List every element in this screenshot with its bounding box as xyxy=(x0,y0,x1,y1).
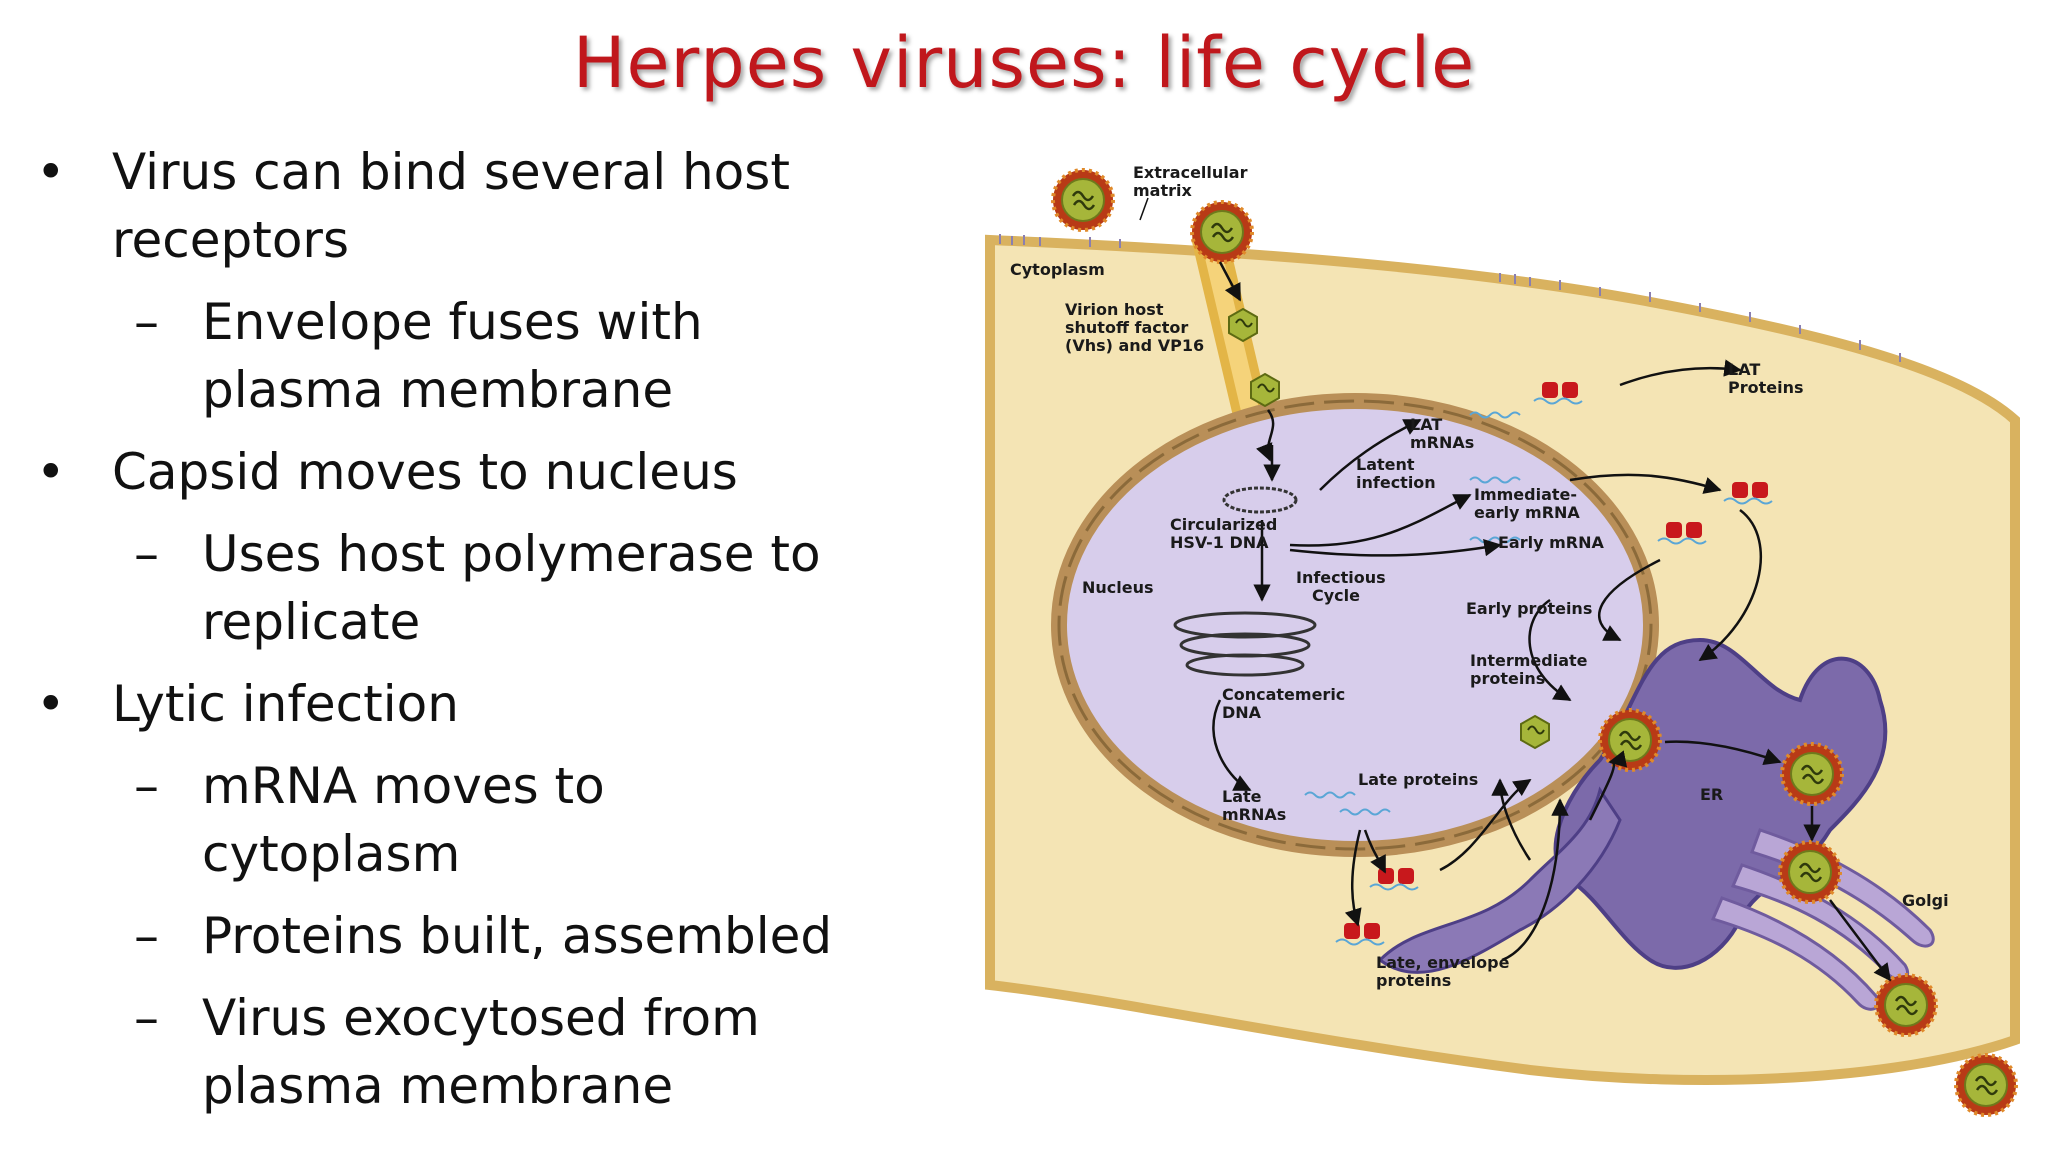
pathway-arrows xyxy=(1212,261,1892,982)
sub-bullet-item: – mRNA moves to cytoplasm xyxy=(30,752,1010,888)
label-late-proteins: Late proteins xyxy=(1358,770,1478,789)
label-early-mrna: Early mRNA xyxy=(1498,533,1604,552)
capsid-transit-1 xyxy=(1228,308,1258,342)
sub-bullet-marker: – xyxy=(134,989,159,1047)
bullet-marker: • xyxy=(36,675,66,733)
bullet-line: plasma membrane xyxy=(202,1057,674,1115)
sub-bullet-item: – Virus exocytosed from plasma membrane xyxy=(30,984,1010,1120)
bullet-line: Lytic infection xyxy=(112,675,459,733)
virion-fusing xyxy=(1190,200,1254,264)
bullet-line: replicate xyxy=(202,593,421,651)
sub-bullet-marker: – xyxy=(134,907,159,965)
virion-extracellular xyxy=(1051,168,1115,232)
bullet-line: Virus can bind several host xyxy=(112,143,790,201)
bullet-line: receptors xyxy=(112,211,350,269)
label-cytoplasm: Cytoplasm xyxy=(1010,260,1105,279)
capsid-assembled xyxy=(1520,715,1550,749)
virion-budding-nucleus xyxy=(1598,708,1662,772)
label-early-proteins: Early proteins xyxy=(1466,599,1592,618)
bullet-line: Virus exocytosed from xyxy=(202,989,760,1047)
bullet-marker: • xyxy=(36,143,66,201)
bullet-line: cytoplasm xyxy=(202,825,461,883)
bullet-line: Envelope fuses with xyxy=(202,293,703,351)
sub-bullet-marker: – xyxy=(134,525,159,583)
virion-released xyxy=(1954,1053,2018,1117)
bullet-marker: • xyxy=(36,443,66,501)
bullet-item: • Lytic infection xyxy=(30,670,1010,738)
virion-golgi xyxy=(1778,840,1842,904)
capsid-transit-2 xyxy=(1250,373,1280,407)
sub-bullet-marker: – xyxy=(134,293,159,351)
nucleus xyxy=(1051,393,1659,857)
label-golgi: Golgi xyxy=(1902,891,1949,910)
virion-exocytosis xyxy=(1874,973,1938,1037)
sub-bullet-item: – Uses host polymerase to replicate xyxy=(30,520,1010,656)
bullet-line: mRNA moves to xyxy=(202,757,605,815)
membrane-receptors xyxy=(999,234,1901,362)
sub-bullet-item: – Envelope fuses with plasma membrane xyxy=(30,288,1010,424)
virion-er xyxy=(1780,742,1844,806)
label-er: ER xyxy=(1700,785,1723,804)
concatemeric-dna xyxy=(1173,611,1317,677)
bullet-item: • Virus can bind several host receptors xyxy=(30,138,1010,274)
bullet-line: Uses host polymerase to xyxy=(202,525,821,583)
label-immediate-early-mrna: Immediate-early mRNA xyxy=(1474,485,1580,522)
bullet-line: Capsid moves to nucleus xyxy=(112,443,738,501)
slide-title: Herpes viruses: life cycle xyxy=(572,22,1476,104)
bullet-item: • Capsid moves to nucleus xyxy=(30,438,1010,506)
sub-bullet-marker: – xyxy=(134,757,159,815)
bullet-line: plasma membrane xyxy=(202,361,674,419)
bullet-list: • Virus can bind several host receptors … xyxy=(30,138,1010,1120)
sub-bullet-item: – Proteins built, assembled xyxy=(30,902,1010,970)
bullet-line: Proteins built, assembled xyxy=(202,907,833,965)
label-nucleus: Nucleus xyxy=(1082,578,1154,597)
circularized-dna xyxy=(1222,486,1298,514)
